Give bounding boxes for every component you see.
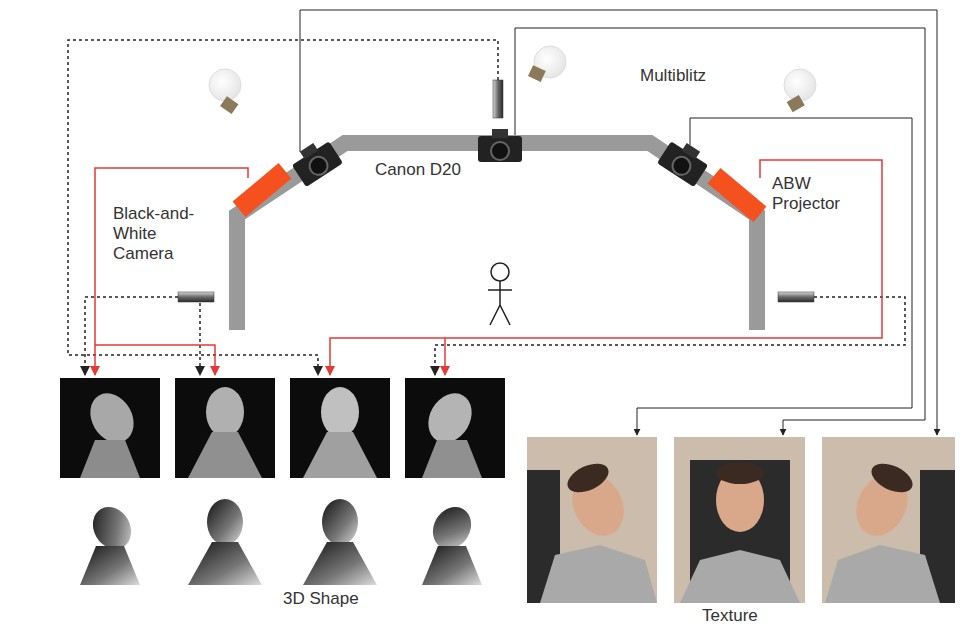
flash-label: Multiblitz <box>640 66 706 86</box>
hoodie-shape <box>680 550 800 603</box>
depth-body <box>303 542 377 585</box>
depth-head <box>322 499 358 545</box>
hair-shape <box>563 458 613 498</box>
rig-frame <box>237 143 757 330</box>
photo-frame <box>405 378 505 478</box>
head-shape <box>321 387 359 437</box>
projector <box>708 168 767 222</box>
bulb-socket <box>787 95 805 112</box>
projector-wire <box>95 345 215 375</box>
depth-map <box>80 500 140 585</box>
camera-body <box>292 141 343 187</box>
stick-figure <box>488 263 512 325</box>
bw-camera <box>493 80 503 118</box>
canon-camera <box>657 135 712 187</box>
projector-wire <box>330 160 882 375</box>
flash-bulb <box>784 69 816 112</box>
bw-photo <box>290 378 390 478</box>
bulb-glass <box>784 69 816 101</box>
texture-wire <box>300 10 937 435</box>
signal-wire <box>435 297 905 375</box>
bw-photo <box>175 378 275 478</box>
texture-photo <box>822 437 955 603</box>
photo-frame <box>527 437 657 603</box>
canon-camera <box>478 129 522 162</box>
depth-body <box>422 546 482 585</box>
photo-frame <box>290 378 390 478</box>
hoodie-shape <box>540 545 657 603</box>
group-caption: Texture <box>702 606 758 626</box>
hair-shape <box>716 462 764 484</box>
depth-map <box>188 499 262 585</box>
figure-body <box>488 281 512 325</box>
canon-camera <box>288 135 343 187</box>
neck-shape <box>422 440 482 478</box>
bulb-glass <box>209 69 241 101</box>
hoodie-shape <box>825 545 940 603</box>
photo-frame <box>60 378 160 478</box>
camera-lens <box>491 142 509 160</box>
camera-label: Black-and-White Camera <box>113 204 208 264</box>
flash-bulb <box>528 46 566 82</box>
neck-shape <box>80 440 140 478</box>
camera-body <box>657 141 708 187</box>
head-shape <box>206 387 244 437</box>
depth-body <box>188 542 262 585</box>
figure-head <box>491 263 509 281</box>
photo-frame <box>822 437 955 603</box>
photo-frame <box>674 437 805 603</box>
projector-label: ABW Projector <box>772 174 852 214</box>
camera-body <box>478 136 522 162</box>
photo-frame <box>175 378 275 478</box>
bw-camera <box>778 292 814 302</box>
bw-photo <box>60 378 160 478</box>
depth-map <box>422 500 482 585</box>
neck-shape <box>188 432 262 478</box>
depth-body <box>80 546 140 585</box>
signal-wire <box>85 297 178 375</box>
projector-wire <box>444 338 446 375</box>
signal-wire <box>199 303 201 375</box>
depth-head <box>207 499 243 545</box>
bulb-socket <box>220 96 238 114</box>
texture-photo <box>527 437 657 603</box>
bw-photo <box>405 378 505 478</box>
texture-wire <box>637 118 912 435</box>
camera-lens <box>306 153 331 178</box>
camera-prism <box>492 129 508 138</box>
projector-wire <box>95 168 248 375</box>
group-caption: 3D Shape <box>283 589 359 609</box>
camera-label: Canon D20 <box>375 160 461 180</box>
neck-shape <box>303 432 377 478</box>
texture-wire <box>515 28 925 435</box>
hair-shape <box>867 458 917 498</box>
flash-bulb <box>209 69 241 114</box>
texture-photo <box>674 437 805 603</box>
depth-map <box>303 499 377 585</box>
projector <box>233 163 292 217</box>
bw-camera <box>178 292 214 302</box>
bulb-socket <box>528 65 546 82</box>
signal-wire <box>68 40 498 375</box>
camera-lens <box>669 153 694 178</box>
